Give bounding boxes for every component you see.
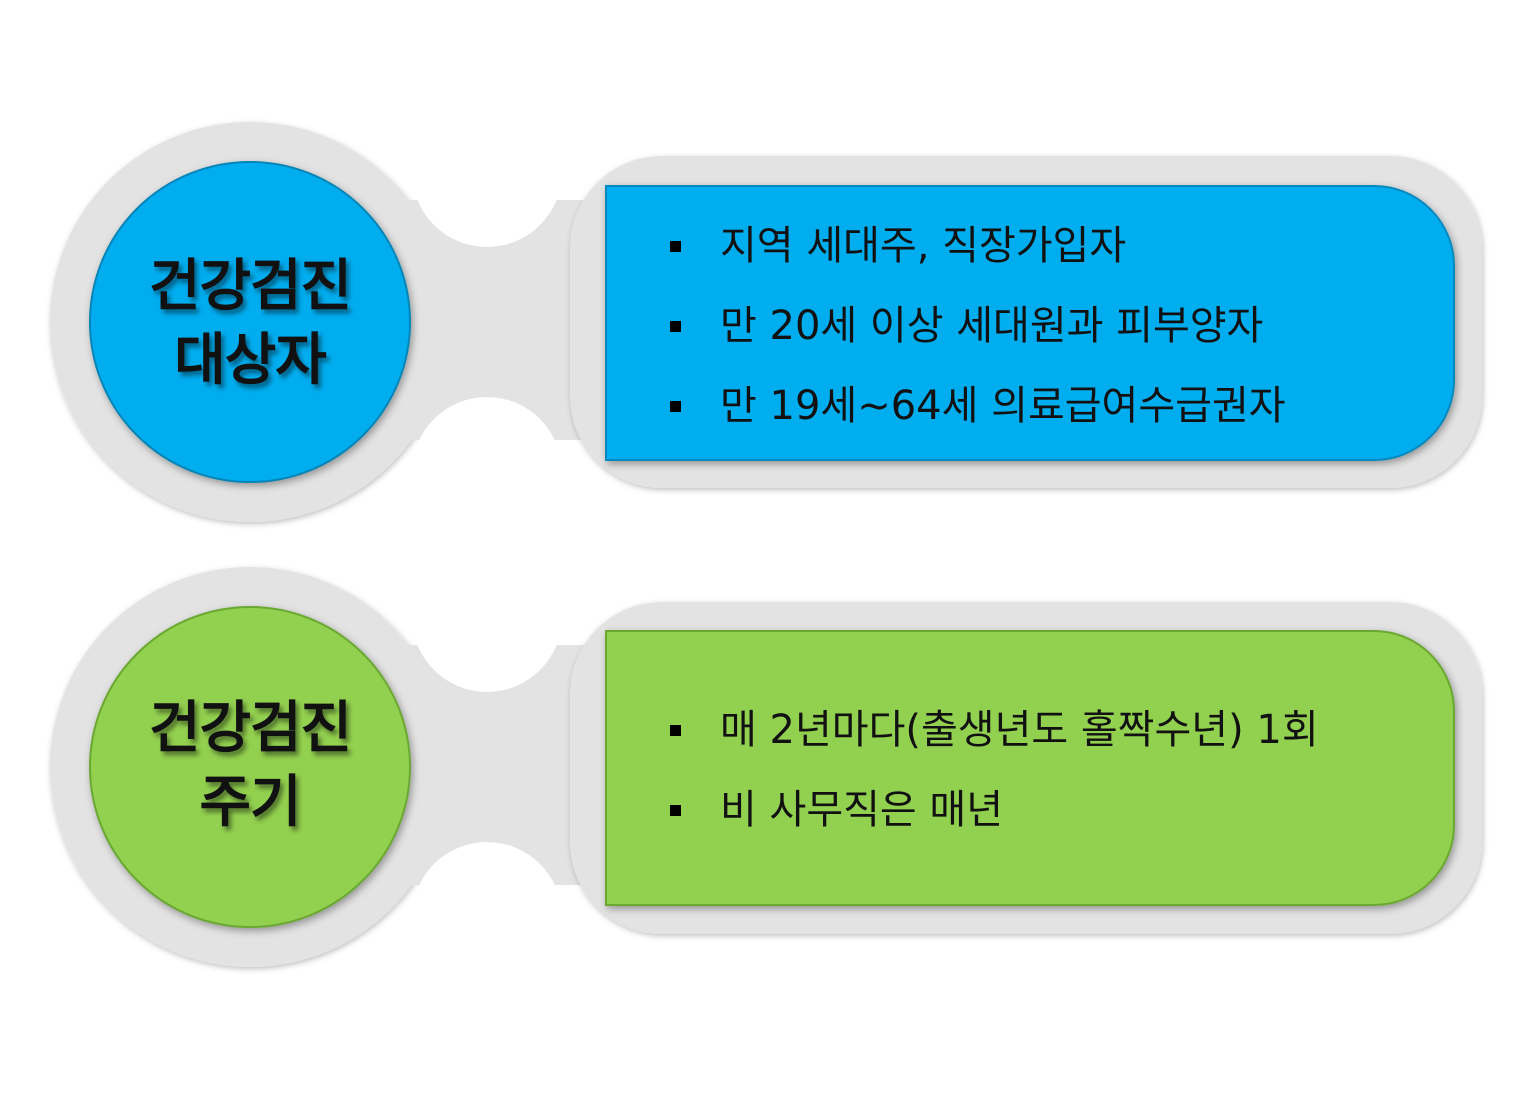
heading-circle-cycle [89,606,411,928]
list-item-text: 만 20세 이상 세대원과 피부양자 [720,303,1264,349]
square-bullet-icon [670,321,681,332]
list-item-text: 비 사무직은 매년 [720,787,1004,833]
heading-cycle-line-2: 주기 [199,770,301,835]
content-box-cycle [605,630,1455,906]
heading-target: 건강검진 대상자 [90,250,410,398]
heading-cycle-line-1: 건강검진 [148,696,352,761]
heading-circle-target [89,161,411,483]
content-box-target [605,185,1455,461]
square-bullet-icon [670,401,681,412]
content-list-target: 지역 세대주, 직장가입자 만 20세 이상 세대원과 피부양자 만 19세~6… [606,206,1454,446]
content-list-cycle: 매 2년마다(출생년도 홀짝수년) 1회 비 사무직은 매년 [606,690,1454,850]
heading-target-line-1: 건강검진 [148,254,352,319]
heading-target-line-2: 대상자 [174,328,327,393]
list-item: 지역 세대주, 직장가입자 [606,206,1454,286]
list-item: 만 20세 이상 세대원과 피부양자 [606,286,1454,366]
square-bullet-icon [670,725,681,736]
list-item-text: 만 19세~64세 의료급여수급권자 [720,383,1286,429]
heading-cycle: 건강검진 주기 [90,692,410,840]
square-bullet-icon [670,241,681,252]
list-item: 매 2년마다(출생년도 홀짝수년) 1회 [606,690,1454,770]
list-item-text: 지역 세대주, 직장가입자 [720,223,1127,269]
square-bullet-icon [670,805,681,816]
list-item: 만 19세~64세 의료급여수급권자 [606,366,1454,446]
list-item-text: 매 2년마다(출생년도 홀짝수년) 1회 [720,707,1319,753]
list-item: 비 사무직은 매년 [606,770,1454,850]
